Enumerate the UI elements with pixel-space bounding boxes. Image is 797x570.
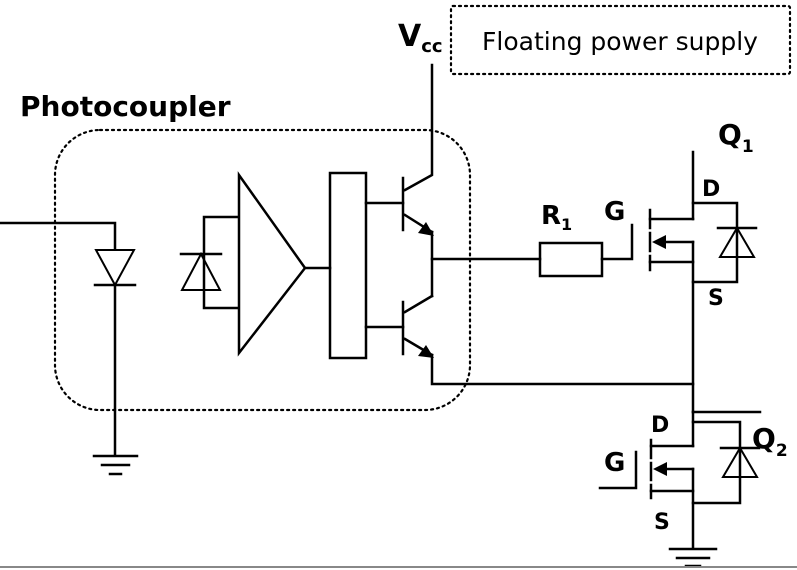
- vcc-label: Vcc: [398, 19, 443, 57]
- floating-power-supply-label: Floating power supply: [482, 27, 758, 56]
- q1-source-label: S: [708, 286, 724, 311]
- ground-icon-left: [92, 454, 139, 476]
- q1-label: Q1: [718, 118, 754, 157]
- r1-label-main: R: [541, 201, 561, 231]
- photocoupler-label: Photocoupler: [20, 90, 231, 123]
- lower-output-transistor: [364, 294, 434, 358]
- input-led: [0, 221, 137, 457]
- vcc-label-subscript: cc: [421, 36, 442, 57]
- r1-label-subscript: 1: [561, 215, 572, 234]
- q1-drain-label: D: [702, 177, 720, 202]
- return-wire: [430, 353, 695, 386]
- photodiode: [179, 215, 240, 310]
- logic-block: [328, 171, 368, 360]
- q2-label-subscript: 2: [776, 441, 788, 461]
- q2-drain-label: D: [651, 413, 669, 438]
- resistor-r1: [538, 223, 634, 278]
- q2-label-main: Q: [752, 422, 776, 455]
- vcc-label-main: V: [398, 19, 422, 54]
- floating-power-supply-box: Floating power supply: [449, 4, 792, 76]
- mosfet-q1: [648, 150, 758, 414]
- ground-icon-right: [668, 547, 718, 568]
- mosfet-q2: [598, 410, 762, 550]
- q1-label-main: Q: [718, 118, 742, 151]
- q1-gate-label: G: [604, 197, 625, 227]
- q2-label: Q2: [752, 422, 788, 461]
- q2-gate-label: G: [604, 448, 625, 478]
- q2-source-label: S: [654, 510, 670, 535]
- photocoupler-boundary: [53, 128, 472, 412]
- amplifier-triangle: [237, 171, 332, 357]
- upper-output-transistor: [364, 63, 434, 236]
- q1-label-subscript: 1: [742, 137, 754, 157]
- r1-label: R1: [541, 201, 572, 234]
